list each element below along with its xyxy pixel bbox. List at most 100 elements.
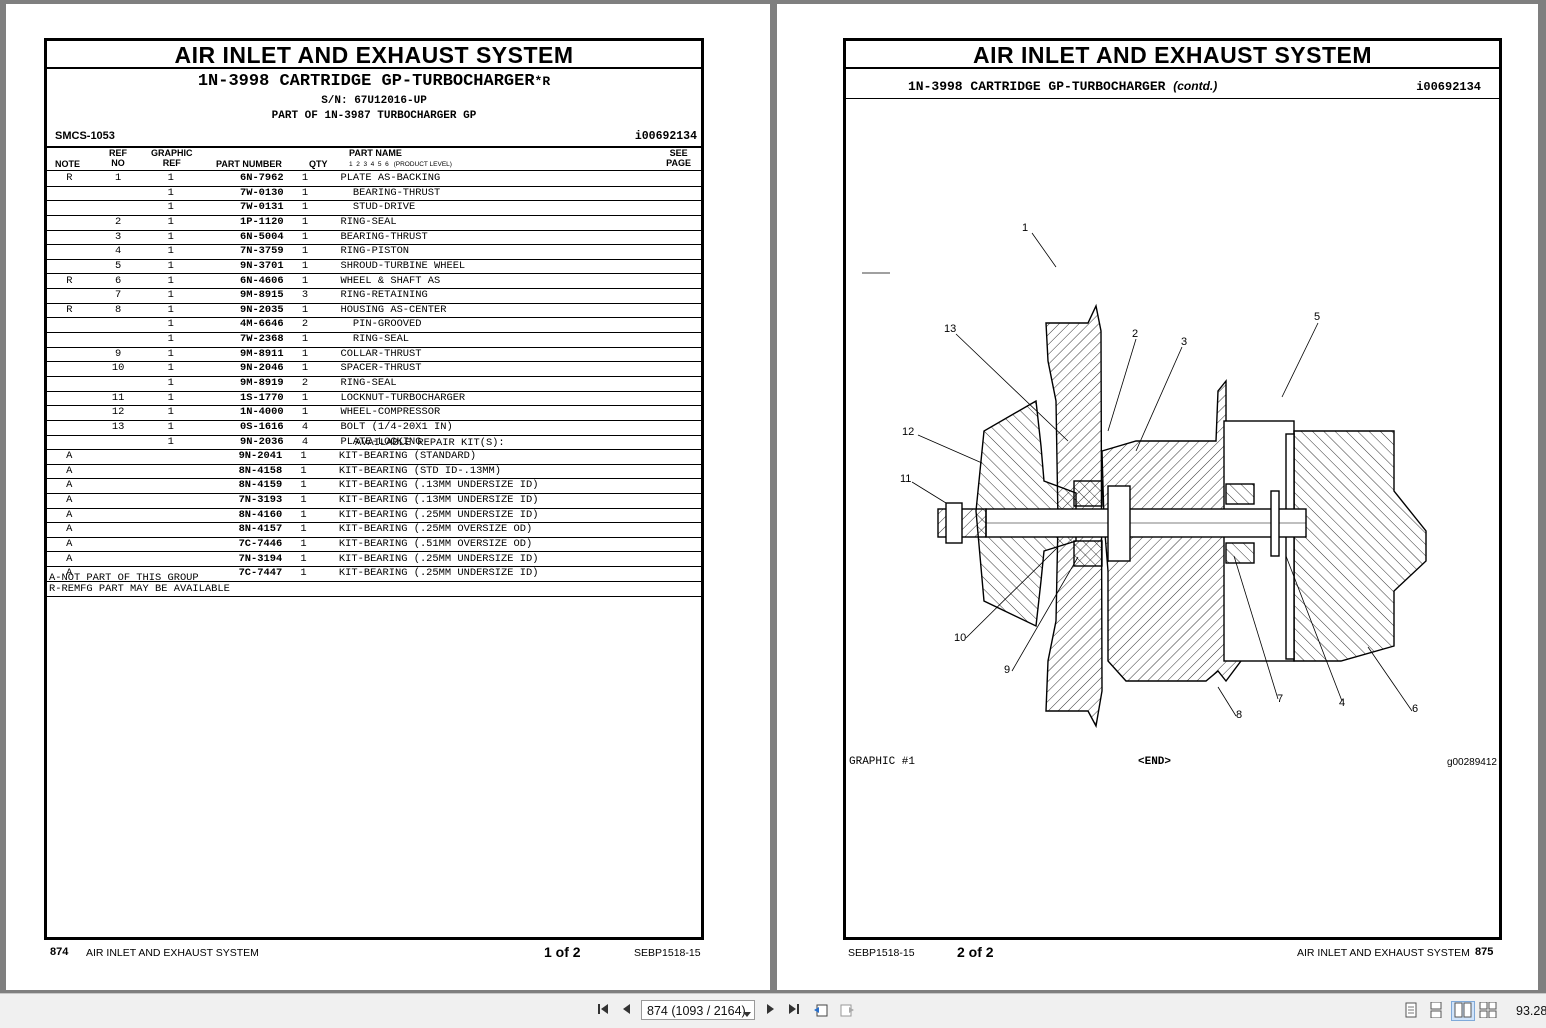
kit-name: KIT-BEARING (STD ID-.13MM): [324, 464, 701, 480]
next-page-button[interactable]: [761, 1002, 779, 1020]
part-ref-no: 8: [91, 303, 145, 319]
assembly-title: 1N-3998 CARTRIDGE GP-TURBOCHARGER (contd…: [908, 79, 1217, 94]
last-page-button[interactable]: [785, 1002, 803, 1020]
col-graphic-ref: GRAPHIC REF: [151, 148, 193, 168]
part-graphic-ref: 1: [144, 420, 197, 436]
part-name: SHROUD-TURBINE WHEEL: [326, 259, 701, 275]
callout-9: 9: [1004, 664, 1010, 676]
part-number: 7N-3759: [197, 244, 284, 260]
kit-qty: 1: [282, 522, 325, 538]
part-qty: 1: [283, 303, 327, 319]
zoom-value[interactable]: 93.28: [1516, 1004, 1546, 1018]
single-page-view-button[interactable]: [1402, 1002, 1420, 1020]
part-qty: 1: [283, 244, 327, 260]
part-note: [47, 347, 92, 363]
part-note: [47, 361, 92, 377]
page-frame: AIR INLET AND EXHAUST SYSTEM 1N-3998 CAR…: [44, 38, 704, 940]
part-name: COLLAR-THRUST: [326, 347, 701, 363]
end-label: <END>: [1138, 756, 1172, 768]
part-name: BEARING-THRUST: [326, 186, 701, 202]
kit-ref-no: [91, 464, 144, 480]
callout-4: 4: [1339, 697, 1345, 709]
col-note: NOTE: [55, 159, 81, 169]
illustration-id: i00692134: [1416, 80, 1481, 94]
part-note: [47, 230, 92, 246]
part-graphic-ref: 1: [144, 391, 197, 407]
kit-name: KIT-BEARING (.25MM OVERSIZE OD): [324, 522, 701, 538]
page-dropdown-button[interactable]: [742, 1005, 752, 1017]
kit-note: A: [47, 449, 92, 465]
callout-labels: 1 2 3 4 5 6 7 8 9 10 11 12 13: [900, 222, 1418, 721]
continuous-page-icon: [1430, 1001, 1442, 1019]
part-name: RING-RETAINING: [326, 288, 701, 304]
go-forward-view-button[interactable]: [838, 1002, 856, 1020]
part-name: BOLT (1/4-20X1 IN): [326, 420, 701, 436]
kit-part-number: 8N-4157: [195, 522, 283, 538]
footer-pager: 2 of 2: [957, 944, 994, 960]
part-ref-no: 5: [91, 259, 145, 275]
part-ref-no: 1: [91, 172, 145, 187]
kit-note: A: [47, 522, 92, 538]
part-graphic-ref: 1: [144, 172, 197, 187]
part-ref-no: 12: [91, 405, 145, 421]
single-page-icon: [1405, 1002, 1417, 1018]
facing-view-button[interactable]: [1451, 1001, 1475, 1021]
assembly-title: 1N-3998 CARTRIDGE GP-TURBOCHARGER*R: [47, 72, 701, 91]
part-qty: 4: [283, 420, 327, 436]
callout-3: 3: [1181, 336, 1187, 348]
part-graphic-ref: 1: [144, 288, 197, 304]
page-875: AIR INLET AND EXHAUST SYSTEM 1N-3998 CAR…: [777, 4, 1538, 990]
part-graphic-ref: 1: [144, 332, 197, 348]
part-ref-no: 3: [91, 230, 145, 246]
part-qty: 3: [283, 288, 327, 304]
callout-13: 13: [944, 323, 956, 335]
subheader-rule: [846, 98, 1499, 99]
first-page-button[interactable]: [594, 1002, 612, 1020]
part-ref-no: 6: [91, 273, 145, 290]
part-number: 7W-0130: [197, 186, 284, 202]
kit-part-number: 8N-4159: [195, 478, 283, 494]
part-note: [47, 391, 92, 407]
kit-name: KIT-BEARING (STANDARD): [324, 449, 701, 465]
page-number-input[interactable]: 874 (1093 / 2164): [641, 1000, 755, 1020]
callout-5: 5: [1314, 311, 1320, 323]
kit-note: A: [47, 551, 92, 568]
part-name: SPACER-THRUST: [326, 361, 701, 377]
document-viewport: AIR INLET AND EXHAUST SYSTEM 1N-3998 CAR…: [0, 0, 1546, 993]
part-number: 4M-6646: [197, 317, 284, 334]
part-number: 0S-1616: [197, 420, 284, 436]
page-frame: AIR INLET AND EXHAUST SYSTEM 1N-3998 CAR…: [843, 38, 1502, 940]
kit-graphic-ref: [143, 493, 196, 509]
part-graphic-ref: 1: [144, 215, 197, 231]
go-back-view-button[interactable]: [812, 1002, 830, 1020]
part-note: [47, 259, 92, 275]
kit-qty: 1: [282, 478, 325, 494]
col-ref-no: REF NO: [109, 148, 127, 168]
kit-qty: 1: [282, 449, 325, 465]
continuous-facing-view-button[interactable]: [1479, 1001, 1497, 1020]
callout-2: 2: [1132, 328, 1138, 340]
callout-8: 8: [1236, 709, 1242, 721]
continuous-view-button[interactable]: [1427, 1001, 1445, 1020]
kit-ref-no: [91, 522, 144, 538]
kit-ref-no: [91, 493, 144, 509]
part-number: 9N-2036: [197, 435, 284, 451]
previous-page-button[interactable]: [618, 1002, 636, 1020]
kit-qty: 1: [282, 566, 325, 582]
kit-ref-no: [91, 449, 144, 465]
part-ref-no: 10: [91, 361, 145, 377]
part-graphic-ref: 1: [144, 273, 197, 290]
turbocharger-cross-section: 1 2 3 4 5 6 7 8 9 10 11 12 13: [862, 222, 1427, 729]
footer-page-number: 875: [1475, 946, 1494, 958]
kit-ref-no: [91, 537, 144, 553]
kit-qty: 1: [282, 493, 325, 509]
next-page-icon: [767, 1004, 774, 1014]
